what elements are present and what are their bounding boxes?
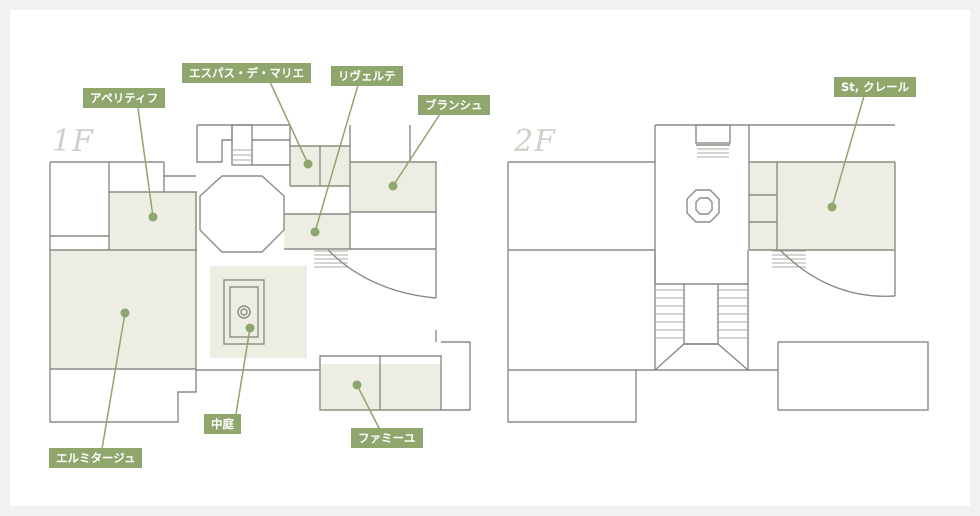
marker-courtyard[interactable]: [245, 323, 255, 333]
marker-famille[interactable]: [352, 380, 362, 390]
marker-blanche[interactable]: [388, 181, 398, 191]
marker-espace-de-marie[interactable]: [303, 159, 313, 169]
marker-hermitage[interactable]: [120, 308, 130, 318]
label-aperitif[interactable]: アペリティフ: [83, 88, 166, 108]
label-rive-gauche[interactable]: リヴェルテ: [331, 66, 403, 86]
marker-st-claire[interactable]: [827, 202, 837, 212]
marker-rive-gauche[interactable]: [310, 227, 320, 237]
label-blanche[interactable]: ブランシュ: [418, 95, 490, 115]
label-courtyard[interactable]: 中庭: [204, 414, 241, 434]
floor-label-2f: 2F: [514, 124, 556, 159]
marker-aperitif[interactable]: [148, 212, 158, 222]
room-st-claire[interactable]: [749, 162, 895, 250]
label-famille[interactable]: ファミーユ: [351, 428, 423, 448]
floor-label-1f: 1F: [52, 124, 94, 159]
label-st-claire[interactable]: St, クレール: [834, 77, 917, 97]
label-espace-de-marie[interactable]: エスパス・デ・マリエ: [182, 63, 311, 83]
label-hermitage[interactable]: エルミタージュ: [49, 448, 143, 468]
